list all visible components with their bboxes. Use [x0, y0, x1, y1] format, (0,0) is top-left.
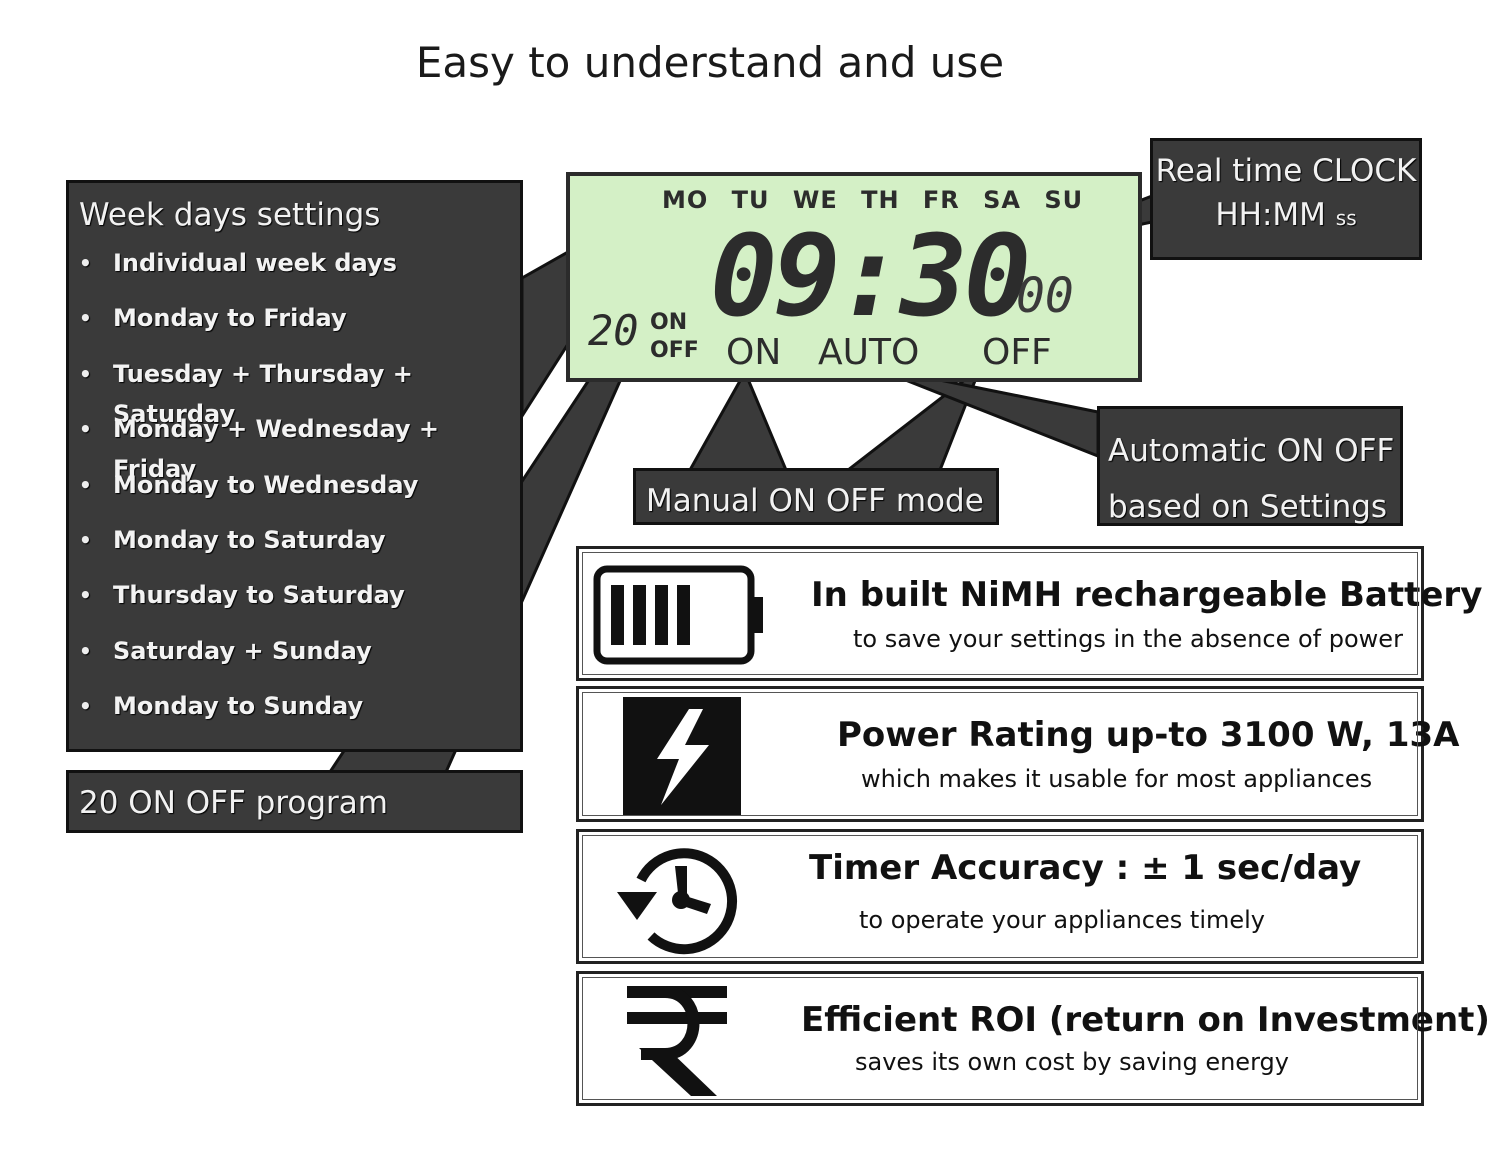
- feature-title: Efficient ROI (return on Investment): [801, 1000, 1490, 1040]
- clock-callout: Real time CLOCK HH:MM ss: [1150, 138, 1422, 260]
- list-item: Monday to Sunday: [79, 686, 520, 741]
- lcd-time: 09:30: [710, 212, 1031, 342]
- weekdays-list: Individual week days Monday to Friday Tu…: [79, 243, 520, 742]
- manual-callout: Manual ON OFF mode: [633, 468, 999, 525]
- page-title: Easy to understand and use: [415, 38, 1005, 87]
- weekdays-callout: Week days settings Individual week days …: [66, 180, 523, 752]
- feature-subtitle: to save your settings in the absence of …: [853, 625, 1403, 653]
- program-label: 20 ON OFF program: [79, 785, 388, 821]
- clock-history-icon: [617, 848, 737, 955]
- lcd-mode-auto: AUTO: [818, 332, 920, 373]
- feature-subtitle: to operate your appliances timely: [859, 906, 1265, 934]
- feature-title: Timer Accuracy : ± 1 sec/day: [809, 848, 1362, 888]
- list-item: Saturday + Sunday: [79, 631, 520, 686]
- lcd-mode-off: OFF: [982, 332, 1052, 373]
- feature-roi: Efficient ROI (return on Investment) sav…: [576, 971, 1490, 1106]
- lcd-weekdays: MO TU WE TH FR SA SU: [662, 186, 1084, 214]
- clock-seconds-format: ss: [1335, 206, 1357, 230]
- lcd-program-number: 20: [588, 306, 639, 355]
- lightning-icon: [623, 697, 741, 815]
- lcd-off-label: OFF: [650, 338, 699, 363]
- feature-title: Power Rating up-to 3100 W, 13A: [837, 715, 1460, 755]
- list-item: Monday to Friday: [79, 298, 520, 353]
- feature-battery: In built NiMH rechargeable Battery to sa…: [576, 546, 1482, 681]
- lcd-mode-on: ON: [726, 332, 782, 373]
- clock-format: HH:MM: [1215, 197, 1326, 233]
- feature-timer: Timer Accuracy : ± 1 sec/day to operate …: [576, 829, 1424, 964]
- feature-subtitle: saves its own cost by saving energy: [855, 1048, 1289, 1076]
- manual-on-pointer: [687, 368, 789, 472]
- clock-line2: HH:MM ss: [1153, 197, 1419, 233]
- auto-callout: Automatic ON OFF based on Settings: [1097, 406, 1403, 526]
- lcd-display: MO TU WE TH FR SA SU 09:30 00 20 ON OFF …: [566, 172, 1142, 382]
- list-item: Individual week days: [79, 243, 520, 298]
- auto-line2: based on Settings: [1108, 489, 1388, 525]
- rupee-icon: [627, 986, 727, 1096]
- clock-line1: Real time CLOCK: [1155, 153, 1417, 189]
- lcd-on-label: ON: [650, 310, 688, 335]
- list-item: Monday to Wednesday: [79, 465, 520, 520]
- feature-power: Power Rating up-to 3100 W, 13A which mak…: [576, 686, 1459, 822]
- feature-subtitle: which makes it usable for most appliance…: [861, 765, 1373, 793]
- auto-line1: Automatic ON OFF: [1108, 433, 1395, 469]
- list-item: Thursday to Saturday: [79, 575, 520, 630]
- list-item: Tuesday + Thursday + Saturday: [79, 354, 520, 428]
- program-callout: 20 ON OFF program: [66, 770, 523, 833]
- battery-icon: [593, 565, 763, 665]
- list-item: Monday + Wednesday + Friday: [79, 409, 520, 483]
- list-item: Monday to Saturday: [79, 520, 520, 575]
- manual-label: Manual ON OFF mode: [646, 483, 984, 519]
- weekdays-heading: Week days settings: [79, 197, 381, 233]
- lcd-seconds: 00: [1016, 268, 1074, 324]
- feature-title: In built NiMH rechargeable Battery: [811, 575, 1483, 615]
